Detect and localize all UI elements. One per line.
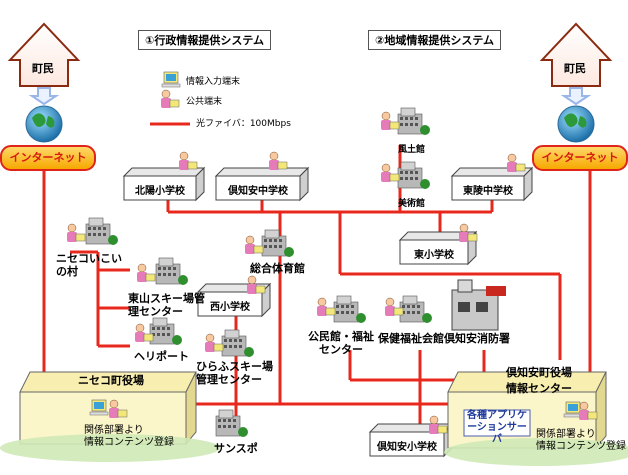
internet-left: インターネット <box>0 145 96 171</box>
citizens-left: 町民 <box>32 62 54 75</box>
citizens-right: 町民 <box>564 62 586 75</box>
node-kominkan: 公民館・福祉センター <box>308 330 374 356</box>
node-kutchan-middle: 倶知安中学校 <box>228 186 288 197</box>
house-left-shape <box>7 22 81 87</box>
legend-fiber: 光ファイバ：100Mbps <box>196 119 291 129</box>
kutchan-office-label: 倶知安町役場 <box>506 366 572 379</box>
globe-left-shape <box>25 105 63 143</box>
globe-right-shape <box>557 105 595 143</box>
kutchan-caption-2: 情報コンテンツ登録 <box>536 441 626 452</box>
node-hirafu: ひらふスキー場管理センター <box>196 360 273 386</box>
node-hoken-fukushi: 保健福祉会館 <box>378 332 444 345</box>
fire-dept-shape <box>451 279 506 331</box>
node-sanspo: サンスポ <box>214 442 258 455</box>
house-right-shape <box>539 22 613 87</box>
node-kitajima: 北陽小学校 <box>135 186 185 197</box>
node-fudokan: 風土館 <box>398 145 426 155</box>
node-nishi-elem: 西小学校 <box>210 302 250 313</box>
node-sogo-gym: 総合体育館 <box>250 262 305 275</box>
legend-input-terminal: 情報入力端末 <box>186 77 241 87</box>
node-toyo-middle: 東陵中学校 <box>463 186 513 197</box>
kutchan-office-shape <box>444 371 628 466</box>
kutchan-caption-1: 関係部署より <box>536 429 596 440</box>
niseko-office-shape <box>0 371 220 462</box>
app-server-label: 各種アプリケーションサーバ <box>467 410 527 445</box>
node-higashi-elem: 東小学校 <box>414 250 454 261</box>
node-fire-dept: 倶知安消防署 <box>444 332 510 345</box>
internet-right: インターネット <box>532 145 628 171</box>
niseko-caption-1: 関係部署より <box>84 425 144 436</box>
legend-public-terminal: 公共端末 <box>186 97 223 107</box>
niseko-caption-2: 情報コンテンツ登録 <box>84 437 174 448</box>
regional-system-title: ②地域情報提供システム <box>368 30 501 50</box>
niseko-office-label: ニセコ町役場 <box>78 374 144 387</box>
node-bijutsukan: 美術館 <box>398 199 426 209</box>
node-kutchan-elem: 倶知安小学校 <box>377 442 437 453</box>
node-higashiyama: 東山スキー場管理センター <box>128 292 205 318</box>
info-center-label: 情報センター <box>506 382 572 395</box>
node-niseko-koinomura: ニセコいこいの村 <box>56 252 122 278</box>
node-heliport: ヘリポート <box>134 350 189 363</box>
admin-system-title: ①行政情報提供システム <box>138 30 271 50</box>
